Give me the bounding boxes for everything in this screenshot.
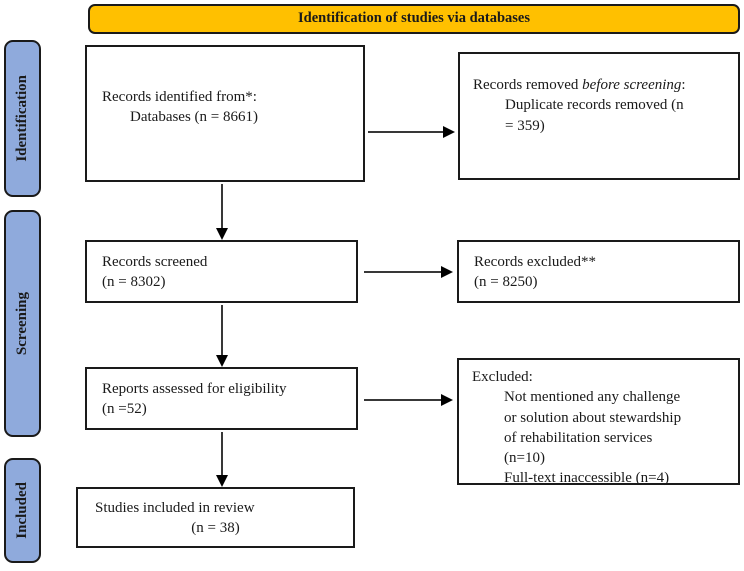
box-studies-included: Studies included in review (n = 38) (76, 487, 355, 548)
excluded-reasons-title: Excluded: (472, 369, 533, 385)
records-removed-detail: Duplicate records removed (n = 359) (505, 97, 684, 134)
records-screened-line2: (n = 8302) (102, 274, 166, 291)
arrow-assessed-to-included (216, 432, 228, 487)
arrow-assessed-to-excluded-reasons (364, 394, 453, 406)
excluded-reasons-detail: Not mentioned any challenge or solution … (504, 389, 682, 487)
studies-included-line2: (n = 38) (191, 520, 240, 537)
arrow-screened-to-excluded (364, 266, 453, 278)
stage-label-identification-text: Identification (14, 75, 31, 162)
box-records-removed-before-screening: Records removed before screening: Duplic… (458, 52, 740, 180)
records-removed-line1-suffix: : (681, 77, 686, 93)
box-records-screened: Records screened (n = 8302) (85, 240, 358, 303)
stage-label-identification: Identification (4, 40, 41, 197)
banner-identification-via-databases: Identification of studies via databases (88, 4, 740, 34)
arrow-screened-to-assessed (216, 305, 228, 367)
records-identified-line1: Records identified from*: (102, 89, 257, 105)
box-records-identified: Records identified from*: Databases (n =… (85, 45, 365, 182)
records-screened-line1: Records screened (102, 254, 208, 270)
arrow-identified-to-removed (368, 126, 455, 138)
stage-label-included-text: Included (14, 482, 31, 539)
stage-label-screening-text: Screening (14, 291, 31, 356)
records-removed-line1: Records removed before screening: (473, 75, 730, 95)
arrow-identified-to-screened (216, 184, 228, 240)
stage-label-included: Included (4, 458, 41, 563)
box-records-excluded: Records excluded** (n = 8250) (457, 240, 740, 303)
records-excluded-line1: Records excluded** (474, 254, 597, 270)
banner-title: Identification of studies via databases (297, 10, 531, 27)
records-excluded-line2: (n = 8250) (474, 274, 538, 291)
records-removed-line1-italic: before screening (582, 77, 682, 93)
box-excluded-reasons: Excluded: Not mentioned any challenge or… (457, 358, 740, 487)
reports-assessed-line1: Reports assessed for eligibility (102, 381, 287, 397)
studies-included-line1: Studies included in review (95, 500, 255, 516)
stage-label-screening: Screening (4, 210, 41, 437)
records-identified-line2: Databases (n = 8661) (130, 109, 259, 126)
box-reports-assessed: Reports assessed for eligibility (n =52) (85, 367, 358, 430)
reports-assessed-line2: (n =52) (102, 401, 147, 418)
records-removed-line1-prefix: Records removed (473, 77, 583, 93)
